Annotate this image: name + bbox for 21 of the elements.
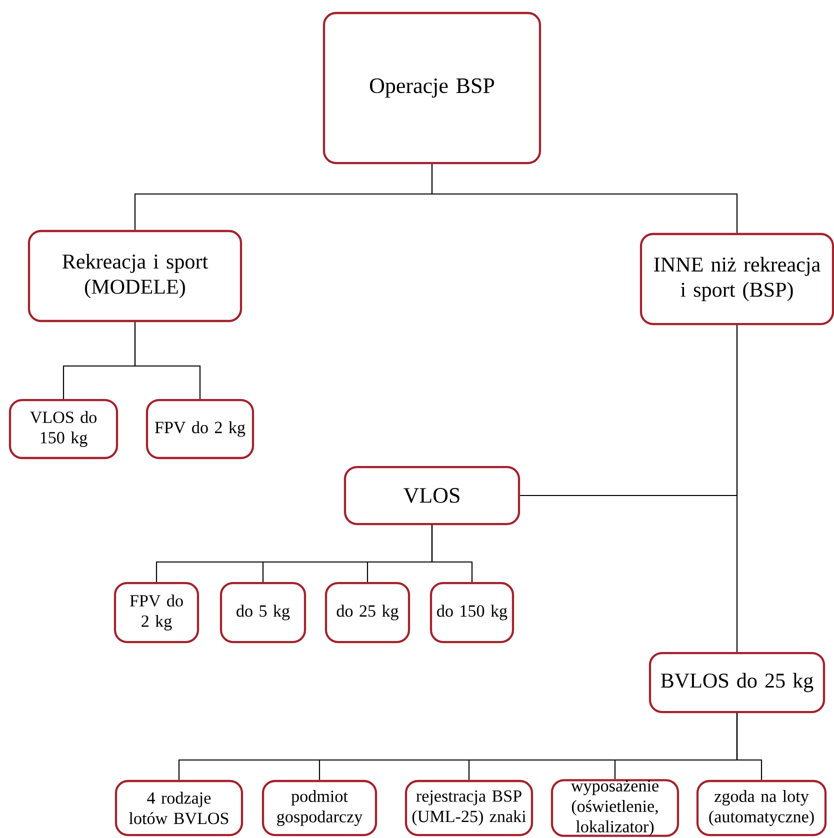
box: VLOS do 150 kg — [8, 398, 118, 460]
box: do 25 kg — [324, 582, 410, 644]
box: zgoda na loty (automatyczne) — [696, 780, 827, 836]
box: FPV do 2 kg — [114, 582, 200, 644]
connector — [736, 325, 738, 652]
box: INNE niż rekreacja i sport (BSP) — [640, 232, 834, 326]
box: Operacje BSP — [322, 12, 542, 164]
box: Rekreacja i sport (MODELE) — [28, 230, 242, 322]
box: wyposażenie (oświetlenie, lokalizator) — [550, 779, 680, 837]
box: do 150 kg — [430, 582, 514, 644]
box: rejestracja BSP (UML-25) znaki — [404, 780, 534, 836]
box: do 5 kg — [220, 582, 306, 644]
box: VLOS — [344, 466, 520, 526]
box: FPV do 2 kg — [146, 398, 254, 460]
connector — [134, 322, 201, 399]
connector — [736, 713, 762, 780]
connector — [431, 525, 473, 582]
box: BVLOS do 25 kg — [648, 652, 826, 714]
box: podmiot gospodarczy — [262, 780, 378, 836]
connector — [431, 164, 738, 233]
box: 4 rodzaje lotów BVLOS — [114, 780, 244, 836]
